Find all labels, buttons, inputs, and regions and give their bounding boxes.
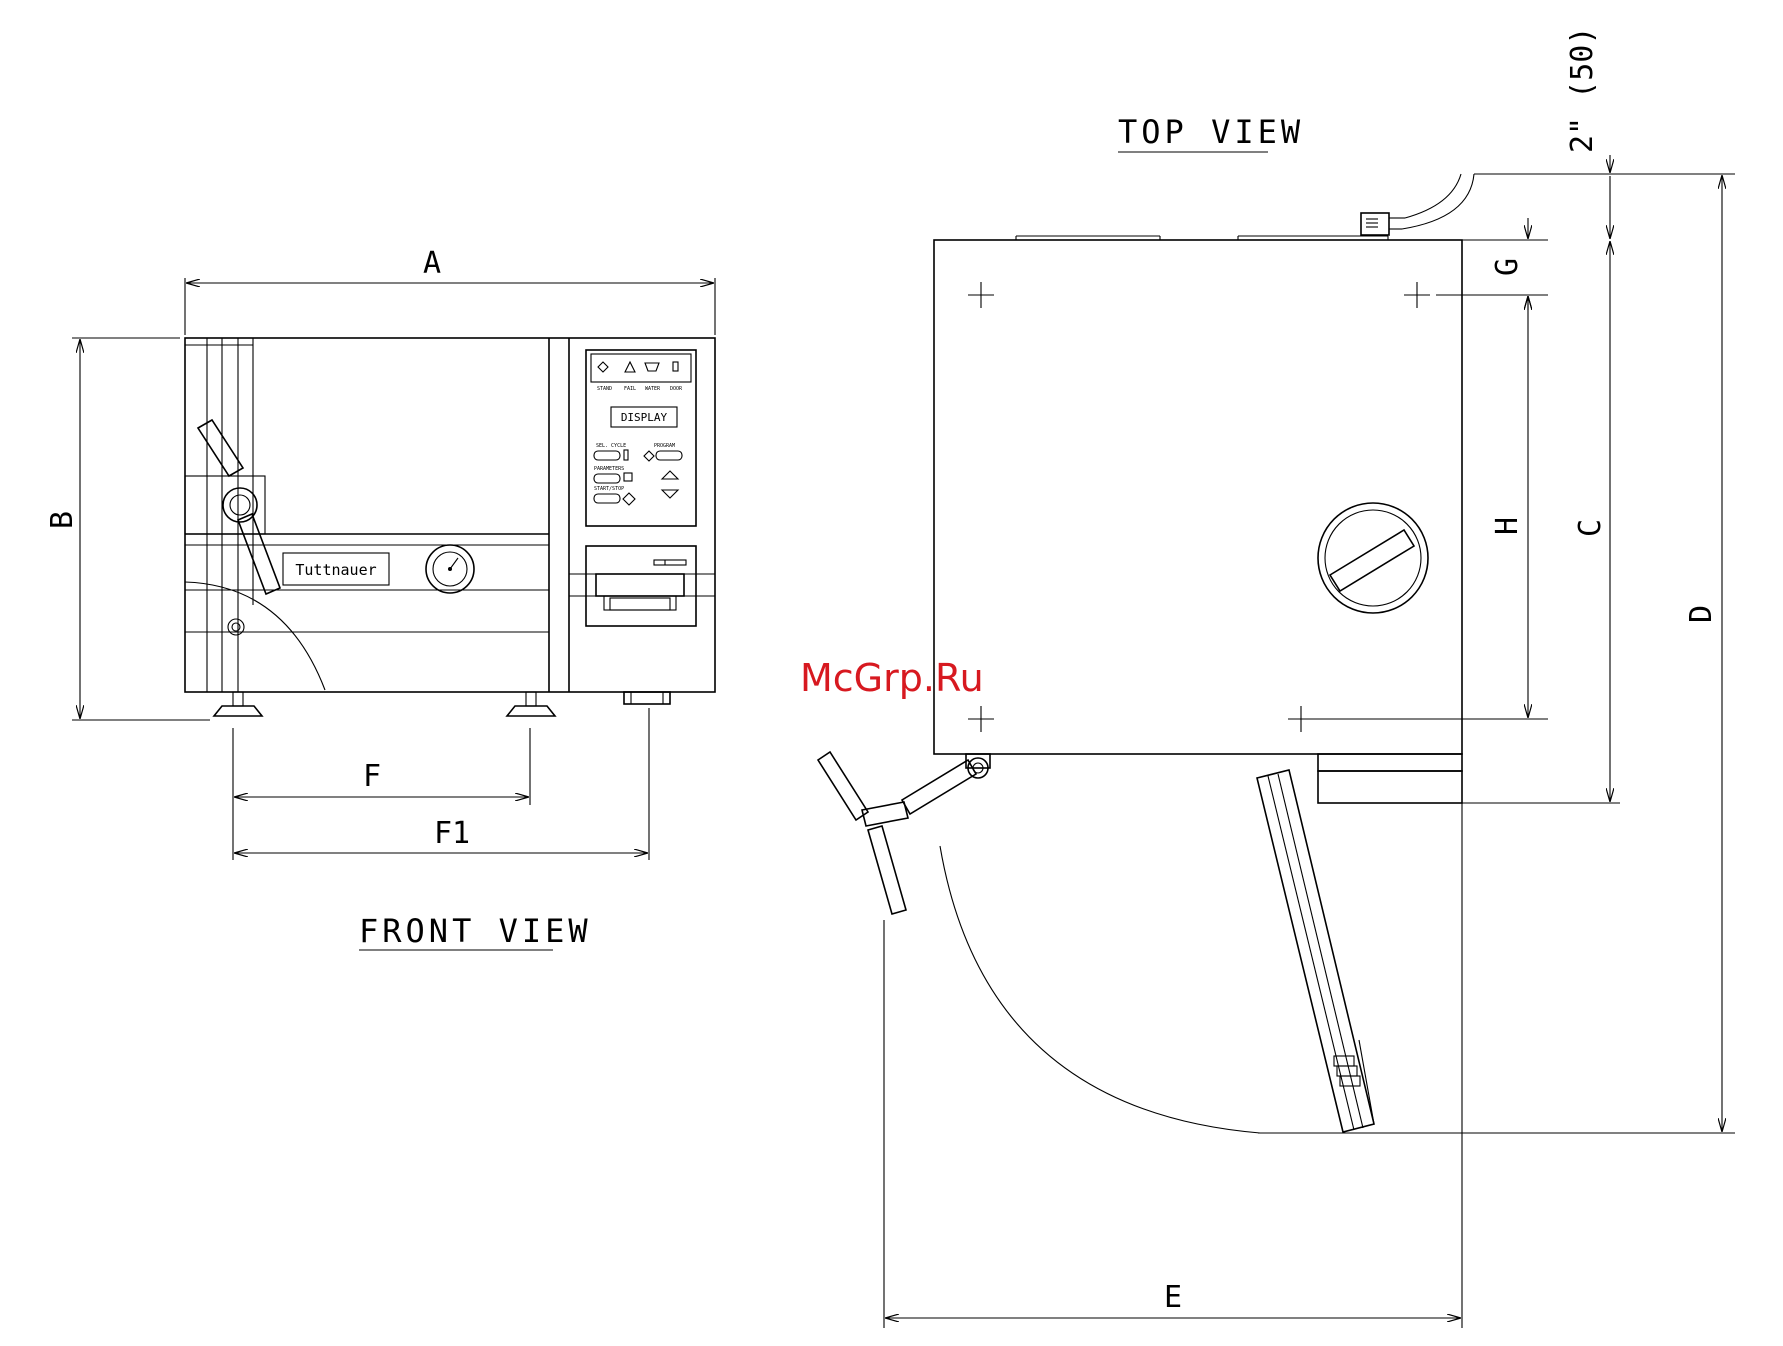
indicator-row: [598, 362, 678, 372]
brand-label: Tuttnauer: [295, 561, 376, 579]
dimension-e-label: E: [1164, 1280, 1182, 1315]
water-icon: [645, 363, 659, 371]
dimension-a-label: A: [423, 246, 441, 281]
mount-marks: [968, 282, 1430, 732]
dimension-b-label: B: [45, 511, 80, 529]
dimension-e: E: [884, 803, 1462, 1328]
top-knob-icon: [1318, 503, 1428, 613]
feet: [214, 692, 670, 716]
front-view-title: FRONT VIEW: [359, 912, 592, 950]
dimension-f1-label: F1: [434, 816, 470, 851]
program-icon: [644, 451, 654, 461]
indicator-label-standby: STAND: [597, 386, 612, 392]
display-label: DISPLAY: [621, 411, 668, 424]
sel-cycle-label: SEL. CYCLE: [596, 443, 626, 449]
parameters-label: PARAMETERS: [594, 466, 624, 472]
door-icon: [673, 362, 678, 371]
top-handle-icon: [818, 752, 990, 914]
front-view: Tuttnauer STAND FAIL WATER DOOR DISPLAY: [45, 246, 715, 950]
door-handle-icon[interactable]: [198, 420, 280, 594]
dimension-h: H: [1301, 297, 1548, 719]
top-view-title: TOP VIEW: [1118, 113, 1304, 151]
watermark-label: McGrp.Ru: [800, 656, 984, 700]
dimension-f-label: F: [363, 759, 381, 794]
sel-cycle-button[interactable]: [594, 451, 620, 460]
printer-unit: [569, 546, 715, 626]
standby-icon: [598, 362, 608, 372]
program-button[interactable]: [656, 451, 682, 460]
power-cord: [1361, 174, 1474, 235]
pressure-gauge-icon: [426, 545, 474, 593]
fail-icon: [625, 362, 635, 372]
dimension-d-label: D: [1684, 605, 1719, 623]
start-stop-label: START/STOP: [594, 486, 624, 492]
dimension-f: F: [233, 728, 530, 860]
indicator-label-water: WATER: [645, 386, 661, 392]
indicator-label-door: DOOR: [670, 386, 683, 392]
dimension-g-label: G: [1490, 258, 1525, 276]
dimension-f1: F1: [235, 708, 649, 860]
clearance-label: 2" (50): [1565, 27, 1600, 153]
control-panel: STAND FAIL WATER DOOR DISPLAY SEL. CYCLE…: [586, 350, 696, 526]
down-arrow-button[interactable]: [662, 490, 678, 498]
start-icon: [623, 493, 635, 505]
program-label: PROGRAM: [654, 443, 675, 449]
up-arrow-button[interactable]: [662, 471, 678, 479]
dimension-c-label: C: [1573, 519, 1608, 537]
dimension-a: A: [185, 246, 715, 335]
dimension-g: G: [1436, 218, 1548, 310]
parameters-button[interactable]: [594, 474, 620, 483]
start-stop-button[interactable]: [594, 494, 620, 503]
indicator-label-fail: FAIL: [624, 386, 636, 392]
open-door: [1257, 770, 1374, 1132]
dimension-clearance: 2" (50): [1474, 27, 1735, 238]
dimension-h-label: H: [1490, 517, 1525, 535]
